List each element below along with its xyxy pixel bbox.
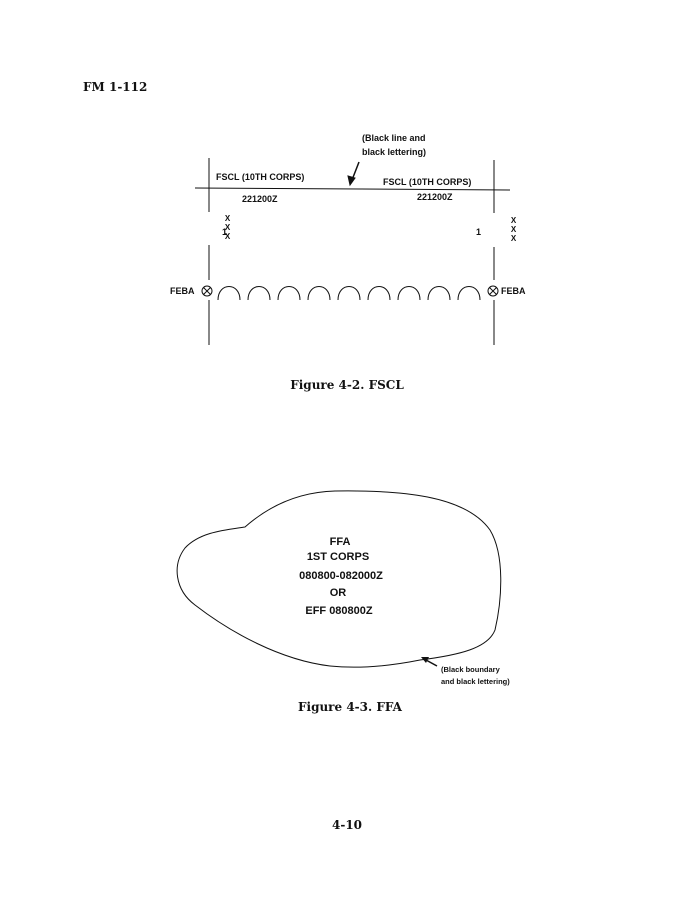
figure-4-3-caption: Figure 4-3. FFA — [298, 700, 403, 714]
feba-arch — [337, 286, 361, 301]
figure-4-2: (Black line and black lettering) FSCL (1… — [170, 133, 526, 345]
feba-arch — [217, 286, 241, 301]
fscl-line — [194, 187, 511, 191]
arrow-icon — [347, 161, 360, 187]
feba-arch — [277, 286, 301, 301]
feba-arches — [217, 286, 481, 301]
annotation-line-1: (Black boundary — [441, 665, 501, 674]
feba-arch — [367, 286, 391, 301]
feba-arch — [307, 286, 331, 301]
feba-symbol-right-icon — [487, 285, 499, 297]
feba-symbol-left-icon — [201, 285, 213, 297]
feba-label-left: FEBA — [170, 286, 195, 296]
figure-4-2-caption: Figure 4-2. FSCL — [290, 378, 404, 392]
ffa-period: 080800-082000Z — [299, 570, 383, 582]
feba-arch — [427, 286, 451, 301]
annotation-line-1: (Black line and — [362, 133, 426, 143]
boundary-symbol-right: XXX — [491, 216, 518, 241]
unit-right: 1 — [476, 227, 481, 237]
ffa-boundary — [176, 490, 502, 668]
ffa-unit: 1ST CORPS — [307, 551, 369, 563]
feba-arch — [397, 286, 421, 301]
page-number: 4-10 — [332, 818, 362, 832]
annotation-line-2: and black lettering) — [441, 677, 510, 686]
boundary-symbol-left: XXX — [205, 214, 232, 239]
fscl-label-left: FSCL (10TH CORPS) — [216, 172, 304, 182]
feba-arch — [247, 286, 271, 301]
annotation-line-2: black lettering) — [362, 147, 426, 157]
feba-label-right: FEBA — [501, 286, 526, 296]
dtg-right: 221200Z — [417, 192, 453, 202]
feba-arch — [457, 286, 481, 301]
fscl-label-right: FSCL (10TH CORPS) — [383, 177, 471, 187]
figure-4-3: FFA 1ST CORPS 080800-082000Z OR EFF 0808… — [176, 490, 510, 686]
unit-left: 1 — [222, 227, 227, 237]
ffa-effective: EFF 080800Z — [305, 605, 373, 617]
running-head: FM 1-112 — [83, 80, 147, 94]
ffa-label: FFA — [330, 536, 351, 548]
arrow-icon — [421, 657, 438, 667]
ffa-or: OR — [330, 587, 347, 599]
dtg-left: 221200Z — [242, 194, 278, 204]
